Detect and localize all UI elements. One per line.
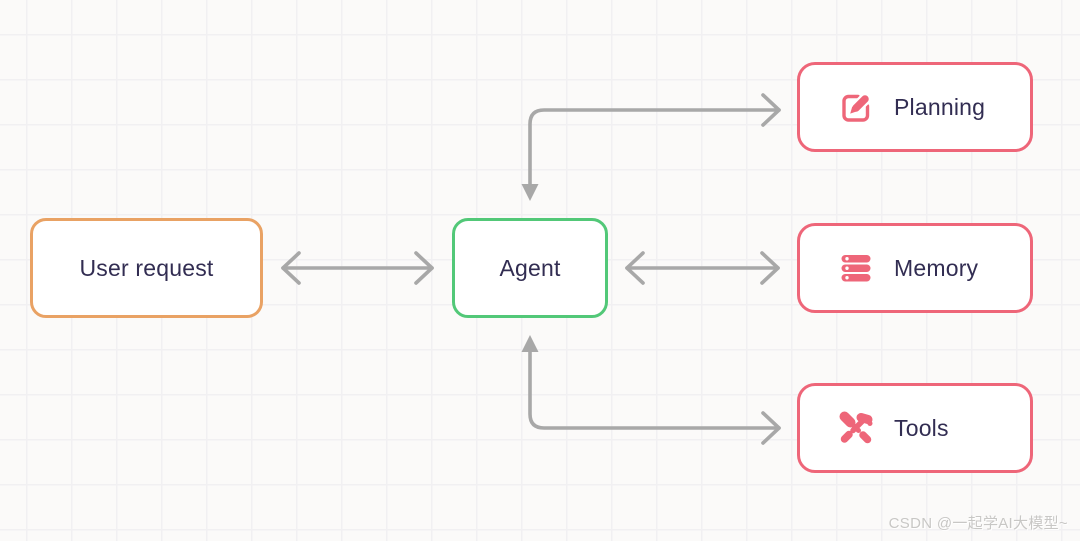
hammer-screwdriver-icon bbox=[839, 411, 873, 444]
edge-agent-planning bbox=[521, 93, 781, 201]
node-user-request: User request bbox=[30, 218, 263, 318]
edge-agent-tools bbox=[521, 335, 781, 445]
node-tools-label: Tools bbox=[894, 414, 949, 441]
edge-user-agent bbox=[281, 251, 434, 285]
edit-pen-square-icon bbox=[842, 92, 872, 122]
csdn-watermark: CSDN @一起学AI大模型~ bbox=[888, 515, 1068, 532]
node-planning-label: Planning bbox=[894, 93, 986, 120]
node-agent: Agent bbox=[452, 218, 608, 318]
node-memory: Memory bbox=[797, 223, 1033, 313]
node-agent-label: Agent bbox=[499, 254, 561, 281]
server-stack-icon bbox=[841, 255, 871, 282]
node-planning: Planning bbox=[797, 62, 1033, 152]
edge-agent-memory bbox=[625, 251, 780, 285]
node-user-request-label: User request bbox=[79, 254, 214, 281]
node-tools: Tools bbox=[797, 383, 1033, 473]
node-memory-label: Memory bbox=[894, 254, 979, 281]
